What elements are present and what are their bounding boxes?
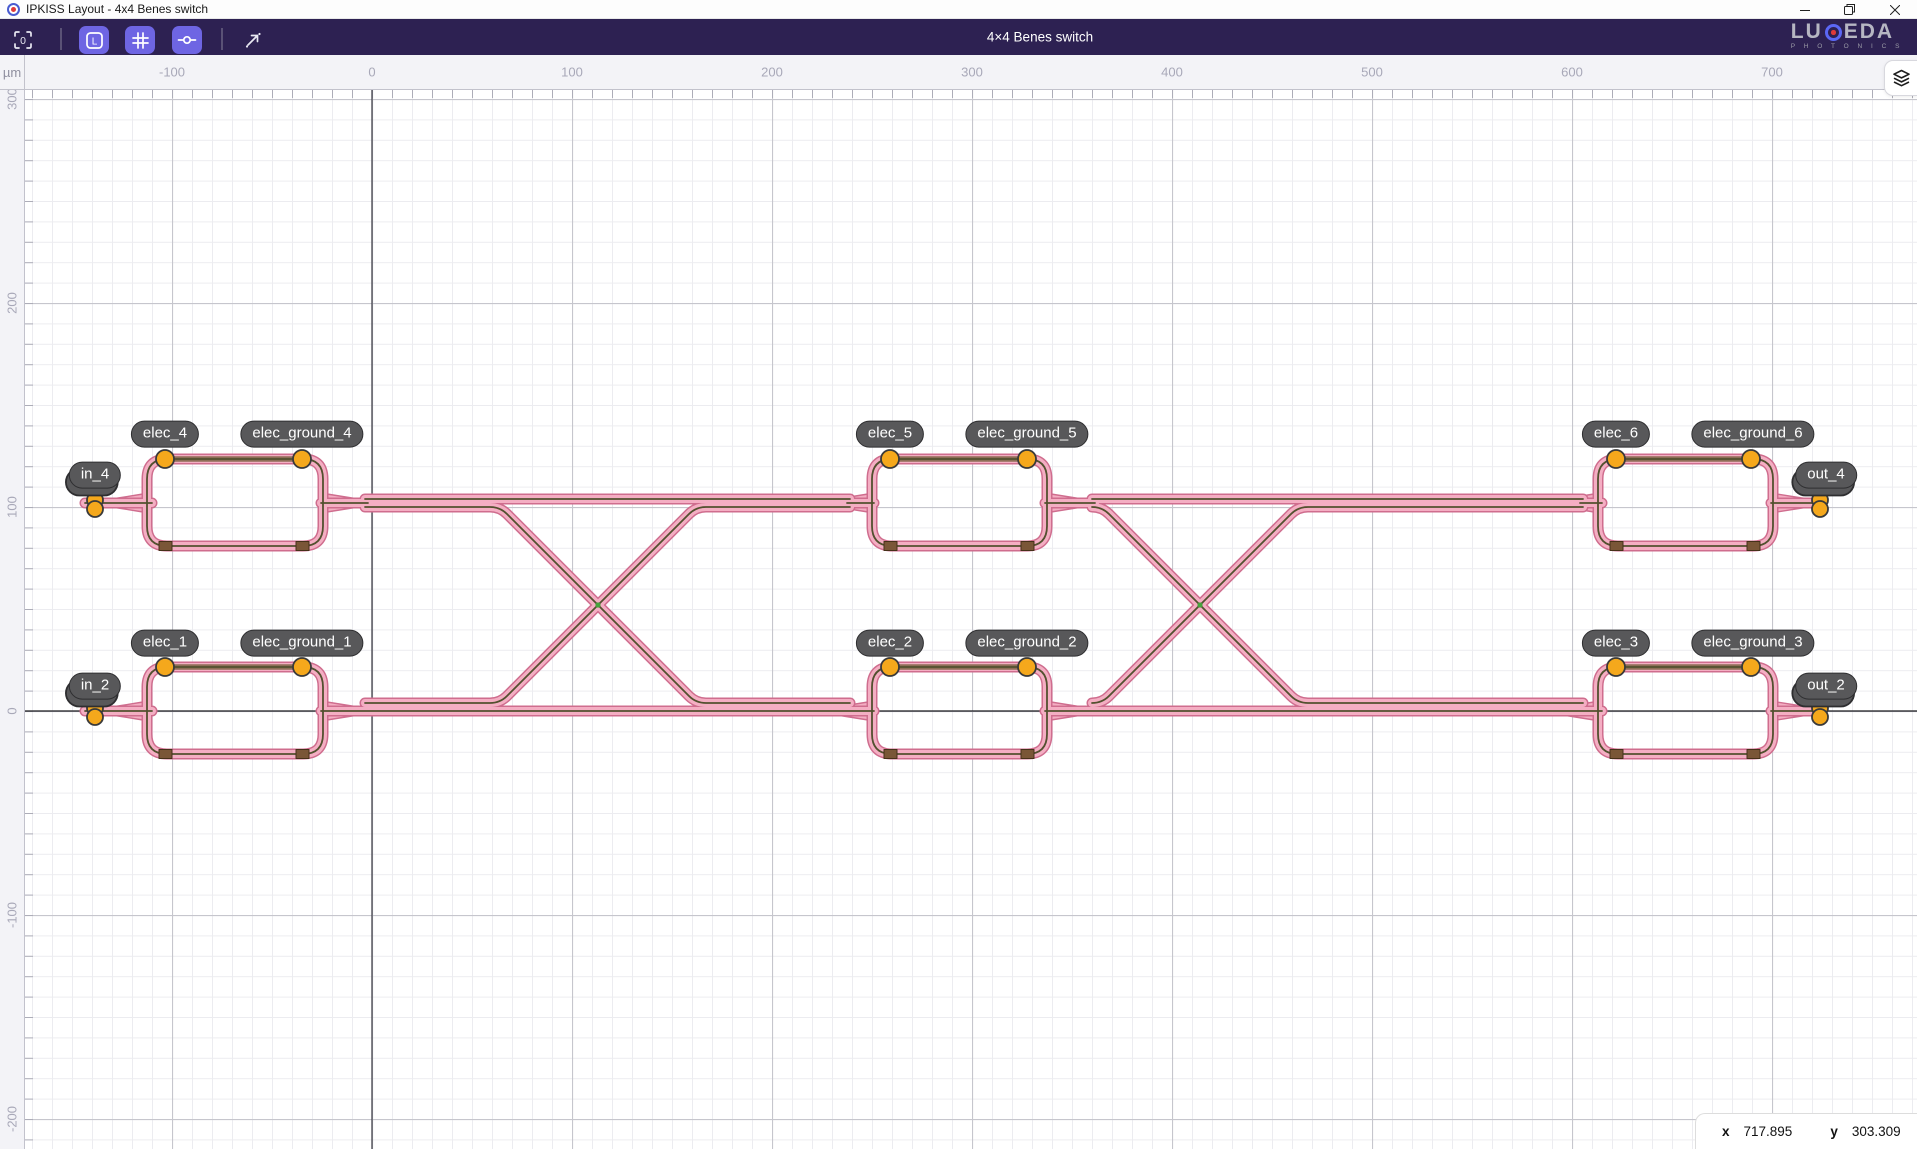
port-label-in-4[interactable]: in_4: [68, 461, 122, 489]
luceda-logo: LU EDA P H O T O N I C S: [1790, 20, 1903, 50]
port-label-elec-ground-3[interactable]: elec_ground_3: [1691, 629, 1815, 657]
export-view-button[interactable]: [238, 26, 268, 54]
port-in-4b: [86, 500, 104, 518]
port-label-elec-5[interactable]: elec_5: [855, 420, 925, 448]
ruler-tick-label: 200: [761, 64, 783, 80]
close-button[interactable]: [1872, 0, 1917, 19]
port-out-4b: [1811, 500, 1829, 518]
ruler-toggle-button[interactable]: L: [79, 26, 109, 54]
diagonal-arrow-icon: [245, 32, 261, 48]
port-label-elec-ground-6[interactable]: elec_ground_6: [1691, 420, 1815, 448]
port-elec-2: [880, 657, 900, 677]
ruler-tick-label: -100: [158, 64, 186, 80]
y-coordinate-value: 303.309: [1851, 1124, 1901, 1139]
port-label-elec-6[interactable]: elec_6: [1581, 420, 1651, 448]
ruler-tick-label: 500: [1361, 64, 1383, 80]
port-label-out-4[interactable]: out_4: [1795, 461, 1857, 489]
toolbar-separator: [60, 28, 62, 50]
layout-canvas[interactable]: elec_4 elec_ground_4 elec_5 elec_ground_…: [25, 90, 1917, 1149]
y-coordinate-label: y: [1830, 1124, 1838, 1139]
ruler-tick-label: -200: [4, 1105, 20, 1133]
cursor-coordinate-readout: x 717.895 y 303.309: [1695, 1113, 1917, 1149]
port-label-in-2[interactable]: in_2: [68, 672, 122, 700]
port-marker-icon: [177, 35, 197, 45]
port-elec-ground-5: [1017, 449, 1037, 469]
canvas-grid: [25, 90, 1917, 1149]
ruler-tick-label: 200: [4, 292, 20, 314]
port-elec-ground-2: [1017, 657, 1037, 677]
port-elec-6: [1606, 449, 1626, 469]
port-elec-ground-6: [1741, 449, 1761, 469]
horizontal-ruler: -100 0 100 200 300 400 500 600 700: [25, 55, 1917, 90]
app-icon: [7, 2, 20, 16]
port-elec-1: [155, 657, 175, 677]
logo-text: LU: [1790, 20, 1823, 43]
ruler-tick-label: 0: [4, 707, 20, 715]
ruler-tick-label: 400: [1161, 64, 1183, 80]
optical-ports[interactable]: [86, 491, 1829, 726]
cell-title: 4×4 Benes switch: [986, 29, 1094, 45]
port-label-elec-ground-4[interactable]: elec_ground_4: [240, 420, 364, 448]
ruler-tick-label: 600: [1561, 64, 1583, 80]
minimize-button[interactable]: [1782, 0, 1827, 19]
port-label-elec-ground-2[interactable]: elec_ground_2: [965, 629, 1089, 657]
port-elec-4: [155, 449, 175, 469]
ruler-tick-label: -100: [4, 901, 20, 929]
logo-subtext: P H O T O N I C S: [1790, 43, 1903, 50]
port-label-elec-3[interactable]: elec_3: [1581, 629, 1651, 657]
layers-icon: [1892, 69, 1910, 86]
port-elec-ground-1: [292, 657, 312, 677]
port-label-elec-2[interactable]: elec_2: [855, 629, 925, 657]
x-coordinate-value: 717.895: [1743, 1124, 1793, 1139]
vertical-ruler: 300 200 100 0 -100 -200: [0, 90, 25, 1149]
restore-button[interactable]: [1827, 0, 1872, 19]
titlebar: IPKISS Layout - 4x4 Benes switch: [0, 0, 1917, 19]
ruler-tick-label: 700: [1761, 64, 1783, 80]
main-toolbar: 0 L 4×4 Benes sw: [0, 19, 1917, 55]
viewfinder-corners-icon: [14, 31, 32, 49]
ports-toggle-button[interactable]: [172, 26, 202, 54]
electrical-ports[interactable]: [155, 449, 1761, 677]
ruler-l-glyph: L: [91, 36, 97, 47]
port-in-2b: [86, 708, 104, 726]
port-label-elec-4[interactable]: elec_4: [130, 420, 200, 448]
ruler-tick-label: 300: [4, 90, 20, 110]
logo-text: EDA: [1843, 20, 1895, 43]
ruler-unit-label: µm: [0, 55, 25, 90]
port-out-2b: [1811, 708, 1829, 726]
layout-scene[interactable]: [25, 90, 1917, 1149]
heater-contact-pads: [158, 541, 1761, 759]
ruler-tick-label: 300: [961, 64, 983, 80]
port-label-out-2[interactable]: out_2: [1795, 672, 1857, 700]
port-label-elec-ground-5[interactable]: elec_ground_5: [965, 420, 1089, 448]
port-label-elec-ground-1[interactable]: elec_ground_1: [240, 629, 364, 657]
ruler-icon: [85, 31, 103, 49]
ruler-tick-label: 100: [561, 64, 583, 80]
port-elec-5: [880, 449, 900, 469]
layers-panel-button[interactable]: [1884, 60, 1917, 96]
zoom-fit-button[interactable]: 0: [8, 26, 38, 54]
x-coordinate-label: x: [1722, 1124, 1730, 1139]
grid-toggle-button[interactable]: [125, 26, 155, 54]
port-elec-ground-3: [1741, 657, 1761, 677]
benes-switch-circuit[interactable]: [85, 449, 1829, 759]
window-title: IPKISS Layout - 4x4 Benes switch: [26, 2, 209, 16]
logo-c-mark-icon: [1824, 23, 1842, 41]
port-label-elec-1[interactable]: elec_1: [130, 629, 200, 657]
port-elec-ground-4: [292, 449, 312, 469]
zero-glyph: 0: [20, 35, 26, 47]
waveguide-crossing-marker: [595, 602, 1203, 608]
ruler-tick-label: 0: [368, 64, 376, 80]
grid-icon: [131, 31, 149, 49]
toolbar-separator: [221, 28, 223, 50]
port-elec-3: [1606, 657, 1626, 677]
ruler-tick-label: 100: [4, 496, 20, 518]
